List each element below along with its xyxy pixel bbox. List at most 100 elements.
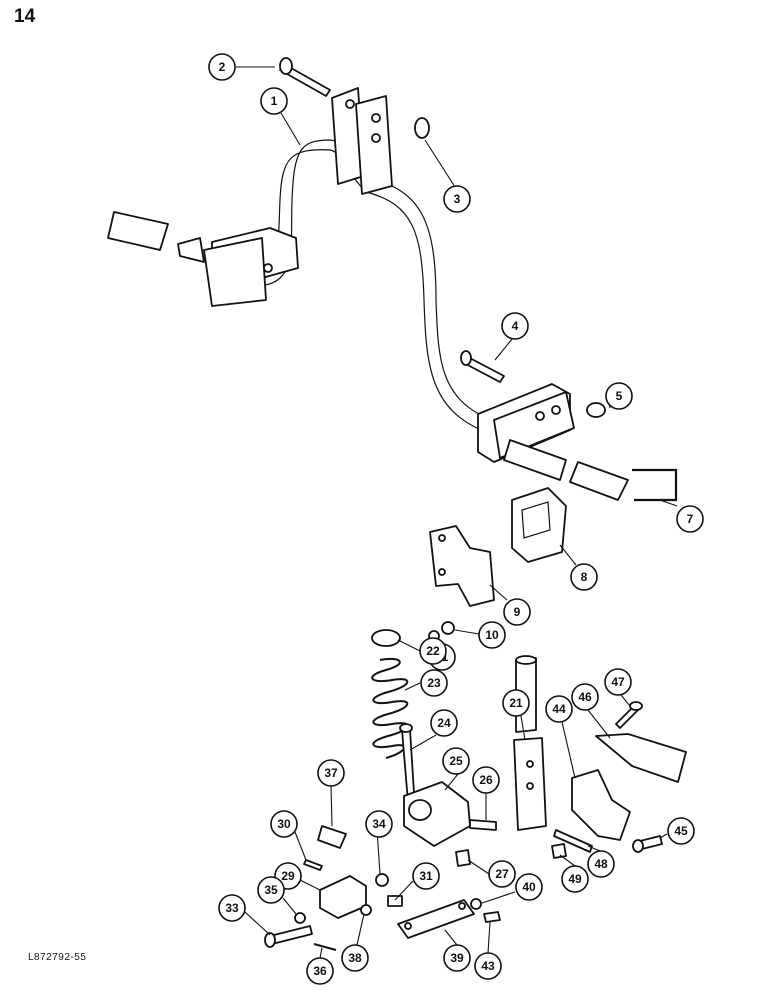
callout-25: 25 bbox=[442, 747, 470, 775]
top-clamp-plate-b bbox=[355, 95, 393, 195]
callout-10: 10 bbox=[478, 621, 506, 649]
callout-43: 43 bbox=[474, 952, 502, 980]
page-number: 14 bbox=[14, 6, 36, 27]
svg-text:1: 1 bbox=[271, 94, 278, 108]
callout-31: 31 bbox=[412, 862, 440, 890]
callout-36: 36 bbox=[306, 957, 334, 985]
washer-35 bbox=[294, 912, 306, 924]
pin-2 bbox=[279, 57, 331, 97]
shank-bar-assembly bbox=[107, 87, 629, 501]
main-rod-inner bbox=[249, 149, 487, 433]
svg-text:48: 48 bbox=[594, 857, 608, 871]
svg-text:29: 29 bbox=[281, 869, 295, 883]
left-clamp-plate-back bbox=[203, 237, 267, 307]
callout-8: 8 bbox=[570, 563, 598, 591]
callout-48: 48 bbox=[587, 850, 615, 878]
right-bar-end bbox=[569, 461, 629, 501]
clevis-29 bbox=[319, 875, 367, 919]
callout-30: 30 bbox=[270, 810, 298, 838]
callout-21: 21 bbox=[502, 689, 530, 717]
top-plate-hole-1 bbox=[345, 99, 355, 109]
callout-39: 39 bbox=[443, 944, 471, 972]
pin-30 bbox=[303, 859, 323, 871]
svg-text:25: 25 bbox=[449, 754, 463, 768]
svg-text:36: 36 bbox=[313, 964, 327, 978]
right-bar-stub bbox=[503, 439, 567, 481]
svg-text:4: 4 bbox=[512, 319, 519, 333]
svg-text:33: 33 bbox=[225, 901, 239, 915]
svg-text:23: 23 bbox=[427, 676, 441, 690]
svg-text:30: 30 bbox=[277, 817, 291, 831]
pin-48 bbox=[553, 829, 593, 853]
callout-2: 2 bbox=[208, 53, 236, 81]
tine-46 bbox=[595, 733, 687, 783]
svg-text:39: 39 bbox=[450, 951, 464, 965]
svg-text:49: 49 bbox=[568, 872, 582, 886]
callout-47: 47 bbox=[604, 668, 632, 696]
left-plate-hole bbox=[263, 263, 273, 273]
nut-10 bbox=[441, 621, 455, 635]
svg-text:21: 21 bbox=[509, 696, 523, 710]
callout-33: 33 bbox=[218, 894, 246, 922]
callout-4: 4 bbox=[501, 312, 529, 340]
svg-text:34: 34 bbox=[372, 817, 386, 831]
callout-24: 24 bbox=[430, 709, 458, 737]
cap-22 bbox=[371, 629, 401, 647]
callout-34: 34 bbox=[365, 810, 393, 838]
bolt-33 bbox=[264, 925, 313, 948]
svg-text:22: 22 bbox=[426, 644, 440, 658]
svg-text:38: 38 bbox=[348, 951, 362, 965]
spring-23 bbox=[371, 658, 409, 759]
nut-49 bbox=[551, 843, 567, 859]
link-39 bbox=[397, 899, 475, 939]
svg-text:31: 31 bbox=[419, 869, 433, 883]
callout-40: 40 bbox=[515, 873, 543, 901]
callout-9: 9 bbox=[503, 598, 531, 626]
callout-5: 5 bbox=[605, 382, 633, 410]
pin-37 bbox=[317, 825, 347, 849]
callout-46: 46 bbox=[571, 683, 599, 711]
shank-21 bbox=[513, 655, 547, 831]
bolt-26 bbox=[469, 819, 497, 831]
plate-9 bbox=[429, 525, 495, 607]
svg-text:37: 37 bbox=[324, 766, 338, 780]
svg-text:9: 9 bbox=[514, 605, 521, 619]
callout-37: 37 bbox=[317, 759, 345, 787]
right-plate-hole-2 bbox=[551, 405, 561, 415]
svg-text:44: 44 bbox=[552, 702, 566, 716]
bolt-31 bbox=[387, 895, 403, 907]
callout-7: 7 bbox=[676, 505, 704, 533]
pin-4 bbox=[460, 350, 505, 383]
bolt-47 bbox=[615, 701, 643, 729]
callout-3: 3 bbox=[443, 185, 471, 213]
clip-3 bbox=[414, 117, 430, 139]
svg-text:43: 43 bbox=[481, 959, 495, 973]
holder-44 bbox=[571, 769, 631, 841]
svg-text:47: 47 bbox=[611, 675, 625, 689]
bolt-45 bbox=[632, 835, 663, 853]
callout-1: 1 bbox=[260, 87, 288, 115]
cotter-pin-36 bbox=[313, 943, 337, 951]
figure-code: L872792-55 bbox=[28, 952, 87, 963]
left-bar-break bbox=[177, 237, 205, 263]
svg-text:24: 24 bbox=[437, 716, 451, 730]
svg-text:3: 3 bbox=[454, 192, 461, 206]
svg-text:5: 5 bbox=[616, 389, 623, 403]
svg-text:7: 7 bbox=[687, 512, 694, 526]
washer-38 bbox=[360, 904, 372, 916]
top-plate-hole-3 bbox=[371, 133, 381, 143]
callout-44: 44 bbox=[545, 695, 573, 723]
svg-text:10: 10 bbox=[485, 628, 499, 642]
right-plate-hole-1 bbox=[535, 411, 545, 421]
callout-27: 27 bbox=[488, 860, 516, 888]
bracket-8 bbox=[511, 487, 567, 563]
bushing-27 bbox=[455, 849, 471, 867]
left-bar-stub bbox=[107, 211, 169, 251]
nut-34 bbox=[375, 873, 389, 887]
svg-text:27: 27 bbox=[495, 867, 509, 881]
svg-text:45: 45 bbox=[674, 824, 688, 838]
callout-22: 22 bbox=[419, 637, 447, 665]
svg-text:46: 46 bbox=[578, 690, 592, 704]
callout-38: 38 bbox=[341, 944, 369, 972]
